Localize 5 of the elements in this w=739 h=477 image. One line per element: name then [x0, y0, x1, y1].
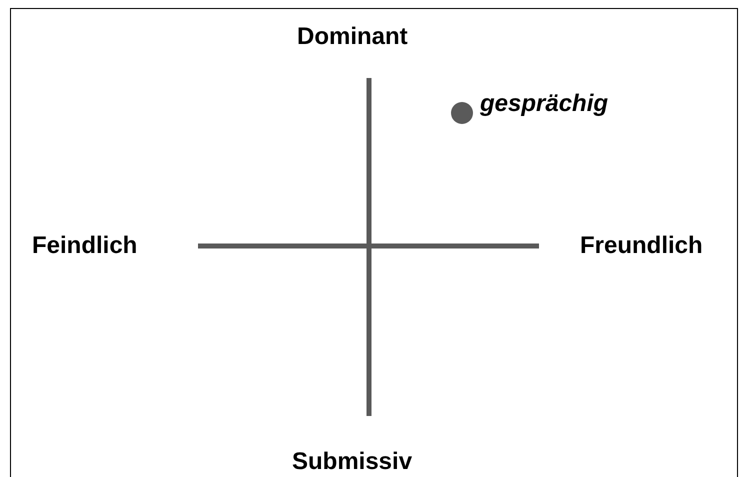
axis-label: Feindlich	[32, 234, 138, 258]
axis-label: Dominant	[297, 25, 408, 49]
point-label: gesprächig	[480, 92, 608, 116]
axis-label: Freundlich	[580, 234, 703, 258]
axis-label: Submissiv	[292, 450, 412, 474]
